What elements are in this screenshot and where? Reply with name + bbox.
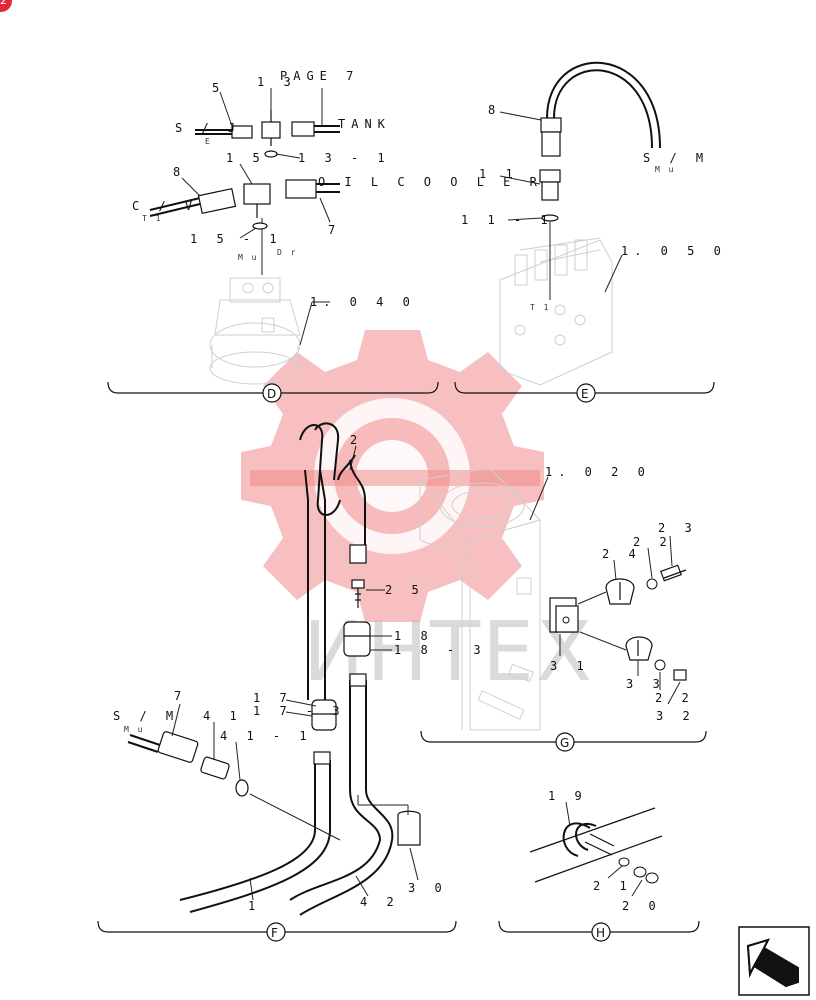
callout-20: 2 0 — [622, 899, 662, 913]
ref-1-050[interactable]: 1. 0 5 0 — [621, 244, 727, 258]
section-f-label: F — [271, 926, 278, 940]
callout-15-1: 1 5 - 1 — [190, 232, 283, 246]
port-cv-label: C / V — [132, 199, 198, 213]
section-e-bracket — [454, 381, 715, 403]
section-h-bracket — [498, 920, 700, 942]
page-reference-label[interactable]: PAGE 7 — [280, 69, 359, 83]
callout-15: 1 5 — [226, 151, 266, 165]
control-valve — [499, 237, 613, 386]
callout-8-d: 8 — [173, 165, 186, 179]
callout-17-3: 1 7 - 3 — [253, 704, 346, 718]
section-e-label: E — [581, 387, 589, 401]
section-d-bracket — [107, 381, 439, 403]
port-dr-label: D r — [277, 248, 297, 257]
next-page-arrow-icon[interactable] — [738, 926, 810, 996]
section-h-label: H — [596, 926, 605, 940]
section-g-diagram — [419, 467, 687, 731]
swing-motor — [209, 277, 301, 385]
section-f-diagram — [127, 422, 421, 916]
callout-11: 1 1 — [479, 167, 519, 181]
callout-8-e: 8 — [488, 103, 501, 117]
callout-25: 2 5 — [385, 583, 425, 597]
badge-number: 2 — [0, 0, 7, 7]
callout-21: 2 1 — [593, 879, 633, 893]
callout-13: 1 3 — [257, 75, 297, 89]
section-g-bracket — [420, 730, 707, 752]
section-h-diagram — [529, 801, 663, 897]
callout-2: 2 — [350, 433, 363, 447]
callout-18-3: 1 8 - 3 — [394, 643, 487, 657]
callout-7-f: 7 — [174, 689, 187, 703]
port-sm-label-f: S / M — [113, 709, 179, 723]
callout-5: 5 — [212, 81, 225, 95]
callout-22-upper: 2 2 — [633, 535, 673, 549]
callout-42: 4 2 — [360, 895, 400, 909]
callout-24: 2 4 — [602, 547, 642, 561]
port-t1-label-e: T 1 — [530, 303, 550, 312]
section-e-diagram — [499, 61, 661, 386]
callout-18: 1 8 — [394, 629, 434, 643]
port-sm-label-e: S / M — [643, 151, 709, 165]
callout-30: 3 0 — [408, 881, 448, 895]
port-sj-label: S / J — [175, 121, 241, 135]
watermark-logo — [241, 330, 544, 622]
ref-1-020[interactable]: 1. 0 2 0 — [545, 465, 651, 479]
callout-13-1: 1 3 - 1 — [298, 151, 391, 165]
port-oil-cooler-label: O I L C O O L E R — [318, 175, 543, 189]
section-g-label: G — [560, 736, 569, 750]
port-t1-label-d: T 1 — [142, 214, 162, 223]
section-f-bracket — [97, 920, 457, 942]
callout-1: 1 — [248, 899, 261, 913]
callout-23: 2 3 — [658, 521, 698, 535]
callout-17: 1 7 — [253, 691, 293, 705]
callout-7-d: 7 — [328, 223, 341, 237]
callout-31: 3 1 — [550, 659, 590, 673]
port-mu-label-f: M u — [124, 725, 144, 734]
callout-41-1: 4 1 - 1 — [220, 729, 313, 743]
port-e-label: E — [205, 137, 212, 146]
callout-11-1: 1 1 - 1 — [461, 213, 554, 227]
hydraulic-tank — [419, 467, 541, 731]
callout-41: 4 1 — [203, 709, 243, 723]
port-tank-label: TANK — [338, 117, 391, 131]
callout-32: 3 2 — [656, 709, 696, 723]
section-d-diagram — [149, 88, 340, 385]
section-d-label: D — [267, 387, 276, 401]
callout-19: 1 9 — [548, 789, 588, 803]
callout-22-lower: 2 2 — [655, 691, 695, 705]
port-mu-label-d: M u — [238, 253, 258, 262]
ref-1-040[interactable]: 1. 0 4 0 — [310, 295, 416, 309]
callout-33: 3 3 — [626, 677, 666, 691]
port-mu-label-e: M u — [655, 165, 675, 174]
